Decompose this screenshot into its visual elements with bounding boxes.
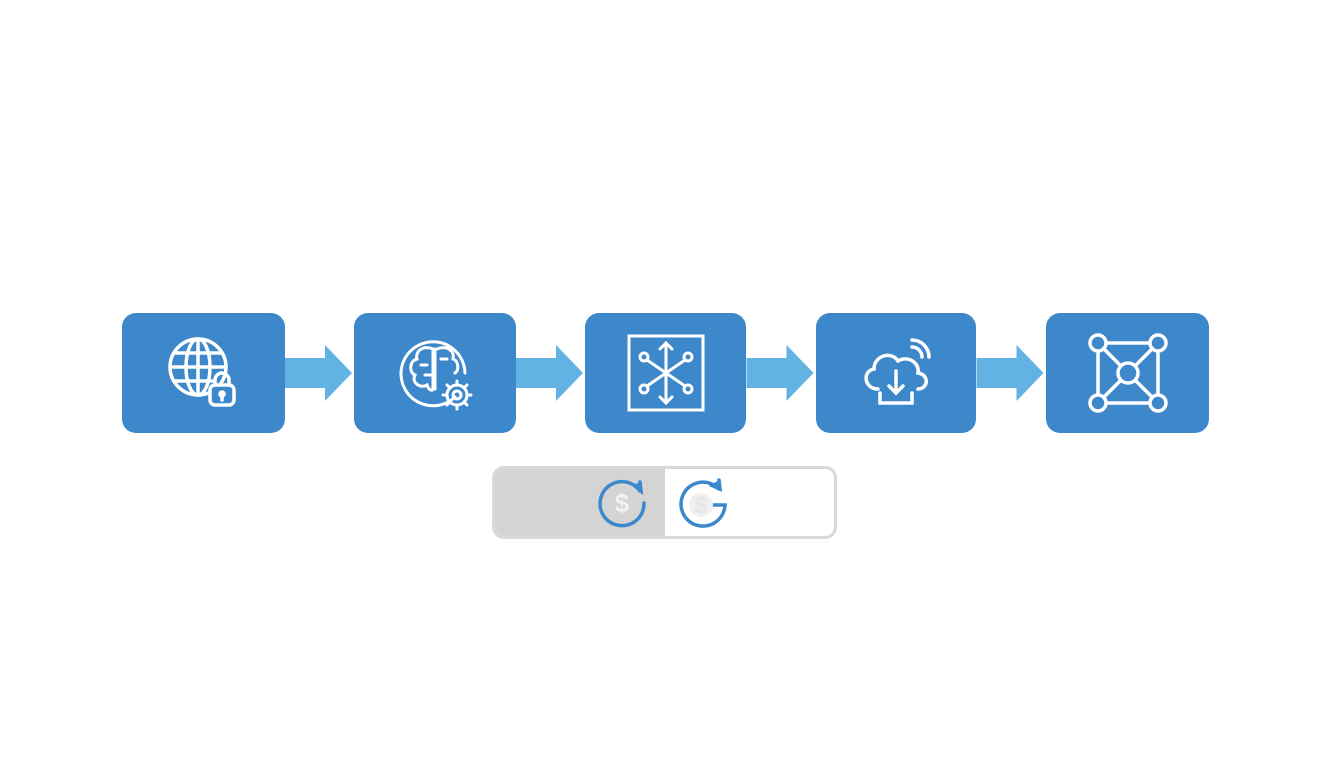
flow-arrow — [976, 345, 1044, 401]
dollar-refresh-icon[interactable]: $ — [675, 475, 731, 531]
flow-arrow — [746, 345, 814, 401]
step-brain-gear — [354, 313, 516, 433]
dollar-refresh-icon[interactable]: $ — [594, 475, 650, 531]
flow-arrow — [516, 345, 583, 401]
toggle-left-segment[interactable] — [495, 469, 665, 536]
step-cloud-download — [816, 313, 976, 433]
brain-gear-icon — [399, 340, 473, 411]
globe-lock-icon — [167, 337, 236, 407]
step-network-distribution — [585, 313, 746, 433]
flow-arrow — [285, 345, 352, 401]
step-network-nodes — [1046, 313, 1209, 433]
network-nodes-icon — [1087, 333, 1168, 413]
pricing-toggle[interactable]: $ $ — [492, 466, 837, 539]
svg-text:$: $ — [694, 492, 708, 519]
network-distribution-icon — [627, 334, 704, 412]
svg-text:$: $ — [615, 488, 630, 518]
cloud-download-icon — [864, 338, 931, 405]
step-globe-lock — [122, 313, 285, 433]
